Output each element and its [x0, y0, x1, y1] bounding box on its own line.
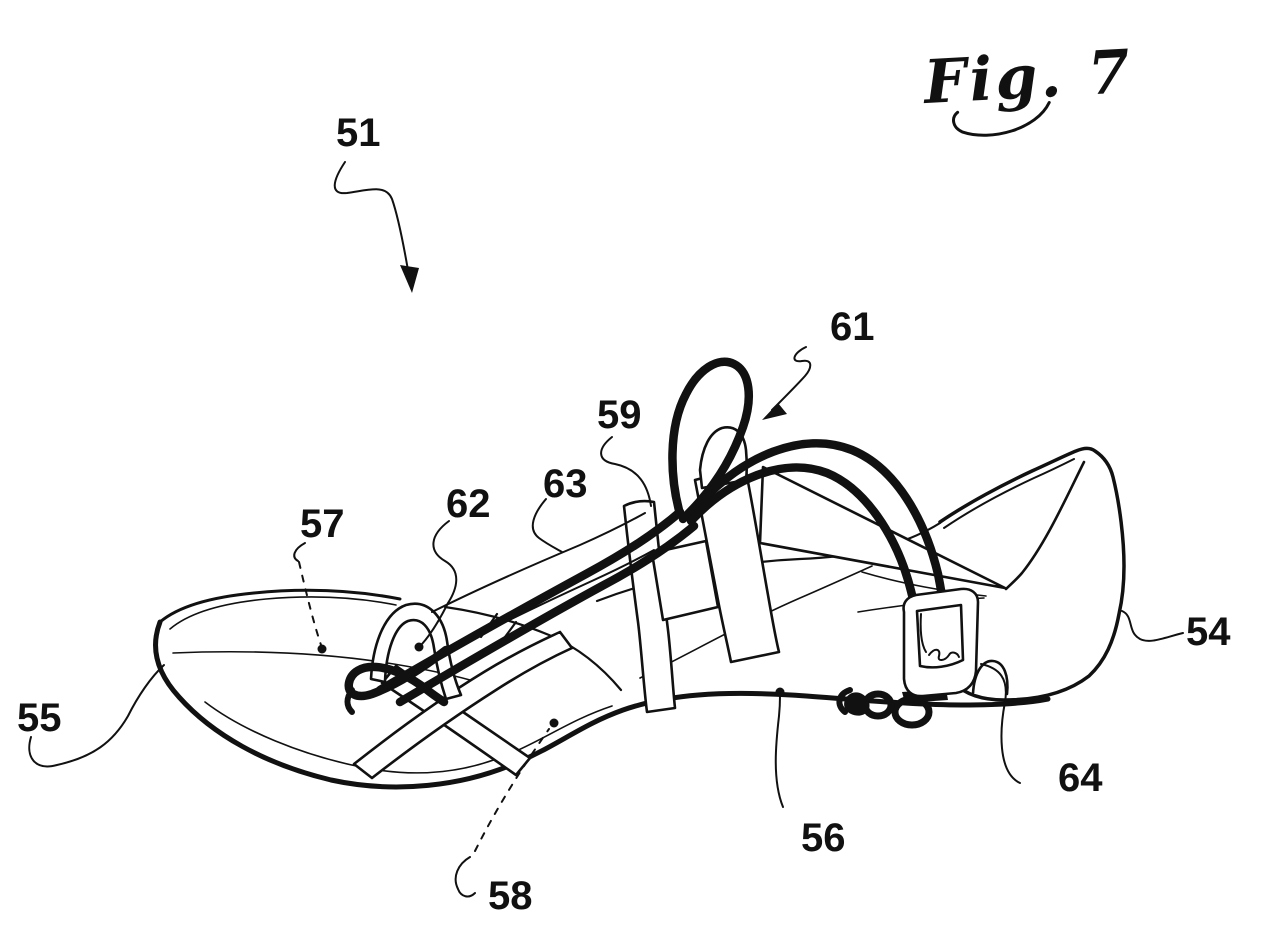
ref-numeral-51: 51 — [336, 111, 381, 155]
leader-58-dashed — [474, 728, 550, 852]
ref-numeral-55: 55 — [17, 696, 62, 740]
lace-toe-tail — [344, 687, 355, 715]
leader-dot-58 — [549, 718, 559, 728]
leader-57-dashed — [298, 561, 322, 646]
leader-dot-62 — [414, 642, 424, 652]
cross-strap-b — [352, 630, 574, 780]
lace-knot-loop-1 — [891, 695, 933, 729]
ref-numeral-57: 57 — [300, 502, 345, 546]
buckle-scribble-1 — [919, 613, 927, 653]
midfoot-contour-line — [639, 565, 873, 679]
buckle-scribble-2 — [928, 648, 960, 661]
leader-63 — [531, 498, 563, 553]
toe-rim-top — [158, 588, 402, 624]
lace-knot-tail — [836, 687, 853, 715]
ref-numeral-62: 62 — [446, 482, 491, 526]
ref-numeral-58: 58 — [488, 874, 533, 918]
ref-numeral-54: 54 — [1186, 610, 1231, 654]
leader-51 — [333, 161, 411, 283]
arrowhead-61 — [762, 403, 787, 420]
buckle — [836, 587, 980, 729]
leader-54 — [1121, 610, 1184, 642]
figure-title-group: Fig. 7 — [920, 37, 1134, 137]
buckle-window — [915, 603, 965, 669]
arrowhead-51 — [400, 265, 419, 293]
lace-diagonal-1 — [375, 507, 685, 695]
lace-arc-inner — [686, 463, 921, 621]
leader-lines — [28, 161, 1184, 898]
heel-cup-front-opening — [1004, 460, 1086, 591]
figure-title-flourish — [952, 101, 1051, 137]
drawing-ink: 51 54 55 56 57 58 59 61 62 63 64 Fig. 7 — [17, 37, 1231, 918]
toe-strap — [369, 602, 463, 701]
toe-rim-inner-line — [169, 596, 397, 630]
sole-bottom-edge — [153, 619, 1051, 790]
ref-numeral-63: 63 — [543, 462, 588, 506]
leader-55 — [28, 664, 165, 768]
instep-crossbar — [650, 539, 720, 622]
leader-58-hook — [454, 856, 476, 898]
leader-57-hook — [293, 542, 306, 562]
ref-numeral-64: 64 — [1058, 756, 1103, 800]
lace-knot-blob — [844, 692, 870, 716]
ref-numeral-56: 56 — [801, 816, 846, 860]
leader-61 — [771, 346, 812, 411]
leader-62 — [421, 520, 458, 645]
lace-diagonal-2 — [395, 521, 699, 707]
leader-64 — [980, 663, 1021, 784]
instep-band-left — [622, 499, 677, 714]
leader-56 — [774, 695, 784, 808]
sole-inner-bottom-line — [204, 701, 613, 774]
reference-numerals: 51 54 55 56 57 58 59 61 62 63 64 — [17, 111, 1231, 918]
forefoot-strap-upper-edge — [431, 512, 646, 613]
ref-numeral-61: 61 — [830, 305, 875, 349]
ref-numeral-59: 59 — [597, 393, 642, 437]
laces — [344, 357, 949, 715]
figure-title: Fig. 7 — [920, 37, 1134, 118]
leader-dot-56 — [775, 687, 785, 697]
leader-59 — [600, 436, 652, 507]
leader-dot-57 — [317, 644, 327, 654]
heel-cup-rim-inner — [943, 458, 1075, 529]
toe-rim-after-strap — [443, 605, 623, 692]
lace-arc-outer — [695, 439, 949, 617]
heel-cup-silhouette — [938, 446, 1126, 702]
